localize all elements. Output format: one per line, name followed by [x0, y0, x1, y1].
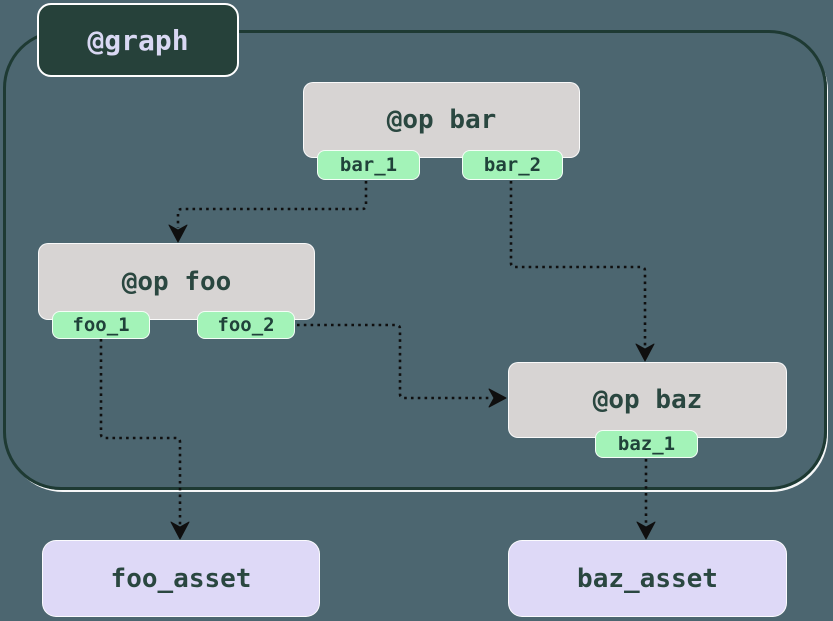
op-foo-label: @op foo [121, 266, 232, 297]
output-tab-foo-1: foo_1 [52, 311, 150, 339]
output-tab-baz-1: baz_1 [595, 430, 698, 458]
asset-node-baz-asset: baz_asset [508, 540, 787, 617]
asset-node-foo-asset: foo_asset [42, 540, 320, 617]
graph-container-outline [3, 30, 827, 490]
output-tab-bar-1: bar_1 [317, 150, 420, 180]
op-bar-label: @op bar [386, 105, 497, 135]
arrowhead-baz1-to-baz-asset [636, 521, 656, 540]
op-node-bar: @op bar [303, 82, 580, 158]
output-tab-foo-2: foo_2 [197, 311, 295, 339]
op-node-foo: @op foo [38, 243, 315, 320]
asset-baz-label: baz_asset [577, 563, 718, 594]
output-tab-foo-1-label: foo_1 [72, 314, 130, 336]
graph-label-text: @graph [87, 23, 189, 57]
output-tab-foo-2-label: foo_2 [217, 314, 275, 336]
op-node-baz: @op baz [508, 362, 787, 438]
op-baz-label: @op baz [592, 385, 703, 415]
output-tab-bar-2: bar_2 [462, 150, 563, 180]
output-tab-bar-1-label: bar_1 [339, 154, 398, 176]
arrowhead-foo1-to-foo-asset [170, 521, 190, 540]
output-tab-bar-2-label: bar_2 [483, 154, 542, 176]
asset-foo-label: foo_asset [110, 563, 252, 594]
output-tab-baz-1-label: baz_1 [617, 433, 676, 455]
graph-label-node: @graph [37, 3, 239, 77]
